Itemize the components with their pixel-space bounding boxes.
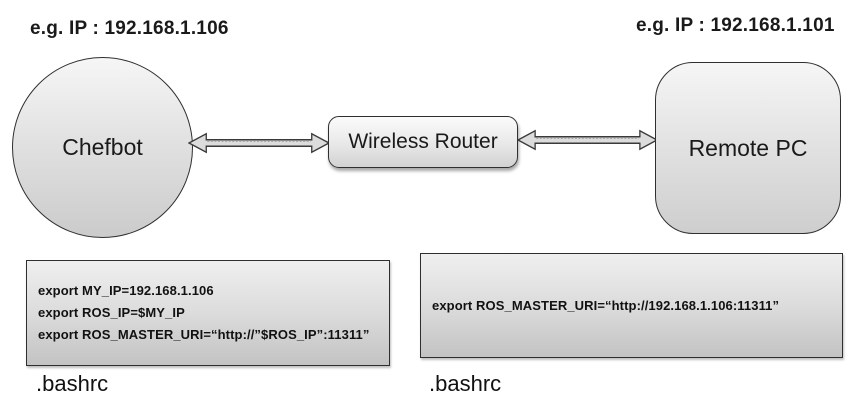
- chefbot-ip-label: e.g. IP : 192.168.1.106: [30, 18, 229, 39]
- remote-pc-node-label: Remote PC: [688, 134, 808, 161]
- remote-pc-ip-label: e.g. IP : 192.168.1.101: [636, 15, 835, 36]
- wireless-router-node: Wireless Router: [328, 116, 518, 168]
- bash-export-line: export MY_IP=192.168.1.106: [38, 283, 214, 298]
- remote-pc-bashrc-caption: .bashrc: [429, 371, 502, 396]
- chefbot-bashrc-box: export MY_IP=192.168.1.106 export ROS_IP…: [26, 260, 390, 366]
- remote-pc-node: Remote PC: [655, 62, 841, 234]
- bidirectional-arrow-icon-right: [517, 127, 658, 153]
- bidirectional-arrow-icon-left: [188, 130, 330, 156]
- wireless-router-node-label: Wireless Router: [348, 130, 498, 153]
- bash-export-line: export ROS_MASTER_URI=“http://192.168.1.…: [432, 297, 780, 313]
- chefbot-bashrc-caption: .bashrc: [36, 371, 109, 396]
- chefbot-node: Chefbot: [12, 57, 193, 238]
- remote-pc-bashrc-box: export ROS_MASTER_URI=“http://192.168.1.…: [420, 253, 843, 358]
- bash-export-line: export ROS_IP=$MY_IP: [38, 305, 185, 320]
- bash-export-line: export ROS_MASTER_URI=“http://”$ROS_IP”:…: [38, 327, 370, 342]
- chefbot-node-label: Chefbot: [62, 134, 143, 160]
